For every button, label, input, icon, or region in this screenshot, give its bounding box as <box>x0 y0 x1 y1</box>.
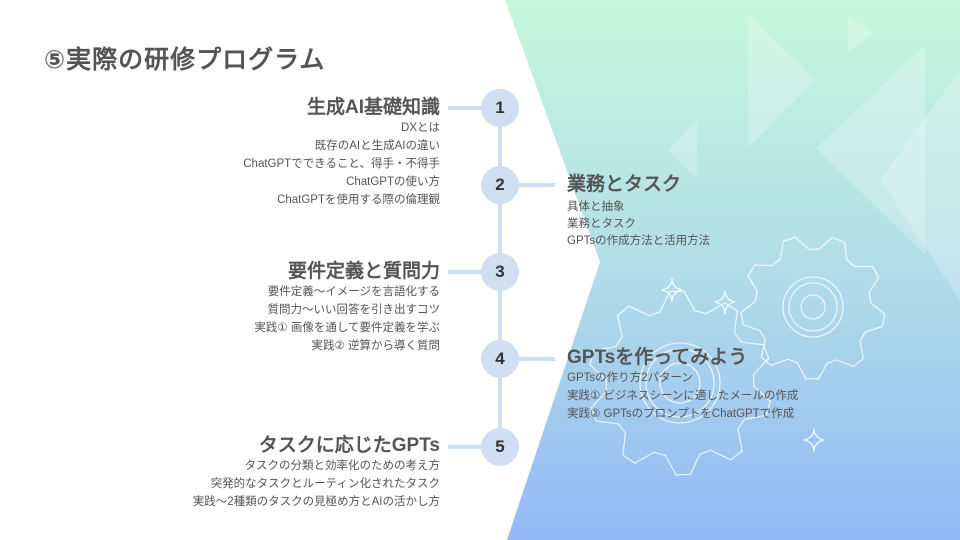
step-item: DXとは <box>401 122 440 134</box>
gear-ring <box>639 342 721 424</box>
step-item: 突発的なタスクとルーティン化されたタスク <box>210 478 440 490</box>
step-item: GPTsの作成方法と活用方法 <box>567 235 711 247</box>
connector-5 <box>448 445 488 449</box>
step-item: 質問力〜いい回答を引き出すコツ <box>267 304 441 316</box>
step-item: 業務とタスク <box>567 218 636 230</box>
step-item: タスクの分類と効率化のための考え方 <box>244 460 441 472</box>
page-title: ⑤実際の研修プログラム <box>44 46 326 74</box>
connector-3 <box>448 270 488 274</box>
step-number-2: 2 <box>481 166 519 204</box>
step-item: ChatGPTを使用する際の倫理観 <box>277 194 440 206</box>
step-item: 実践② GPTsのプロンプトをChatGPTで作成 <box>567 408 795 420</box>
step-number-5: 5 <box>481 428 519 466</box>
connector-4 <box>512 357 555 361</box>
gear-ring <box>800 294 826 320</box>
triangle-decorations <box>668 15 960 300</box>
step-heading: GPTsを作ってみよう <box>567 347 748 368</box>
step-item: 実践① ビジネスシーンに適したメールの作成 <box>567 390 799 402</box>
step-5-section: タスクに応じたGPTs タスクの分類と効率化のための考え方 突発的なタスクとルー… <box>193 435 440 511</box>
gear-ring <box>659 362 701 404</box>
gear-ring <box>788 282 838 332</box>
step-item: 実践① 画像を通して要件定義を学ぶ <box>254 322 440 334</box>
step-3-section: 要件定義と質問力 要件定義〜イメージを言語化する 質問力〜いい回答を引き出すコツ… <box>254 261 440 355</box>
step-item: 実践〜2種類のタスクの見極め方とAIの活かし方 <box>192 496 440 508</box>
step-heading: 業務とタスク <box>567 174 682 195</box>
step-number-4: 4 <box>481 340 519 378</box>
step-number-3: 3 <box>481 253 519 291</box>
gear-icon <box>740 236 886 380</box>
step-2-section: 業務とタスク 具体と抽象 業務とタスク GPTsの作成方法と活用方法 <box>567 174 710 250</box>
step-item: ChatGPTの使い方 <box>346 176 440 188</box>
gear-ring <box>645 348 715 418</box>
step-heading: 生成AI基礎知識 <box>306 97 440 118</box>
step-item: 要件定義〜イメージを言語化する <box>267 286 440 298</box>
step-4-section: GPTsを作ってみよう GPTsの作り方2パターン 実践① ビジネスシーンに適し… <box>567 347 798 423</box>
sparkle-icons <box>661 277 825 453</box>
step-heading: 要件定義と質問力 <box>287 261 440 282</box>
step-item: 具体と抽象 <box>567 201 625 213</box>
step-item: ChatGPTでできること、得手・不得手 <box>243 158 440 170</box>
step-item: 実践② 逆算から導く質問 <box>311 340 440 352</box>
gear-icon <box>589 290 771 476</box>
gear-ring <box>782 276 844 338</box>
step-1-section: 生成AI基礎知識 DXとは 既存のAIと生成AIの違い ChatGPTでできるこ… <box>243 97 440 209</box>
step-heading: タスクに応じたGPTs <box>258 435 440 456</box>
gradient-panel <box>505 0 960 540</box>
connector-1 <box>448 106 488 110</box>
step-item: GPTsの作り方2パターン <box>567 372 693 384</box>
connector-2 <box>512 183 555 187</box>
step-item: 既存のAIと生成AIの違い <box>314 140 440 152</box>
step-number-1: 1 <box>481 89 519 127</box>
